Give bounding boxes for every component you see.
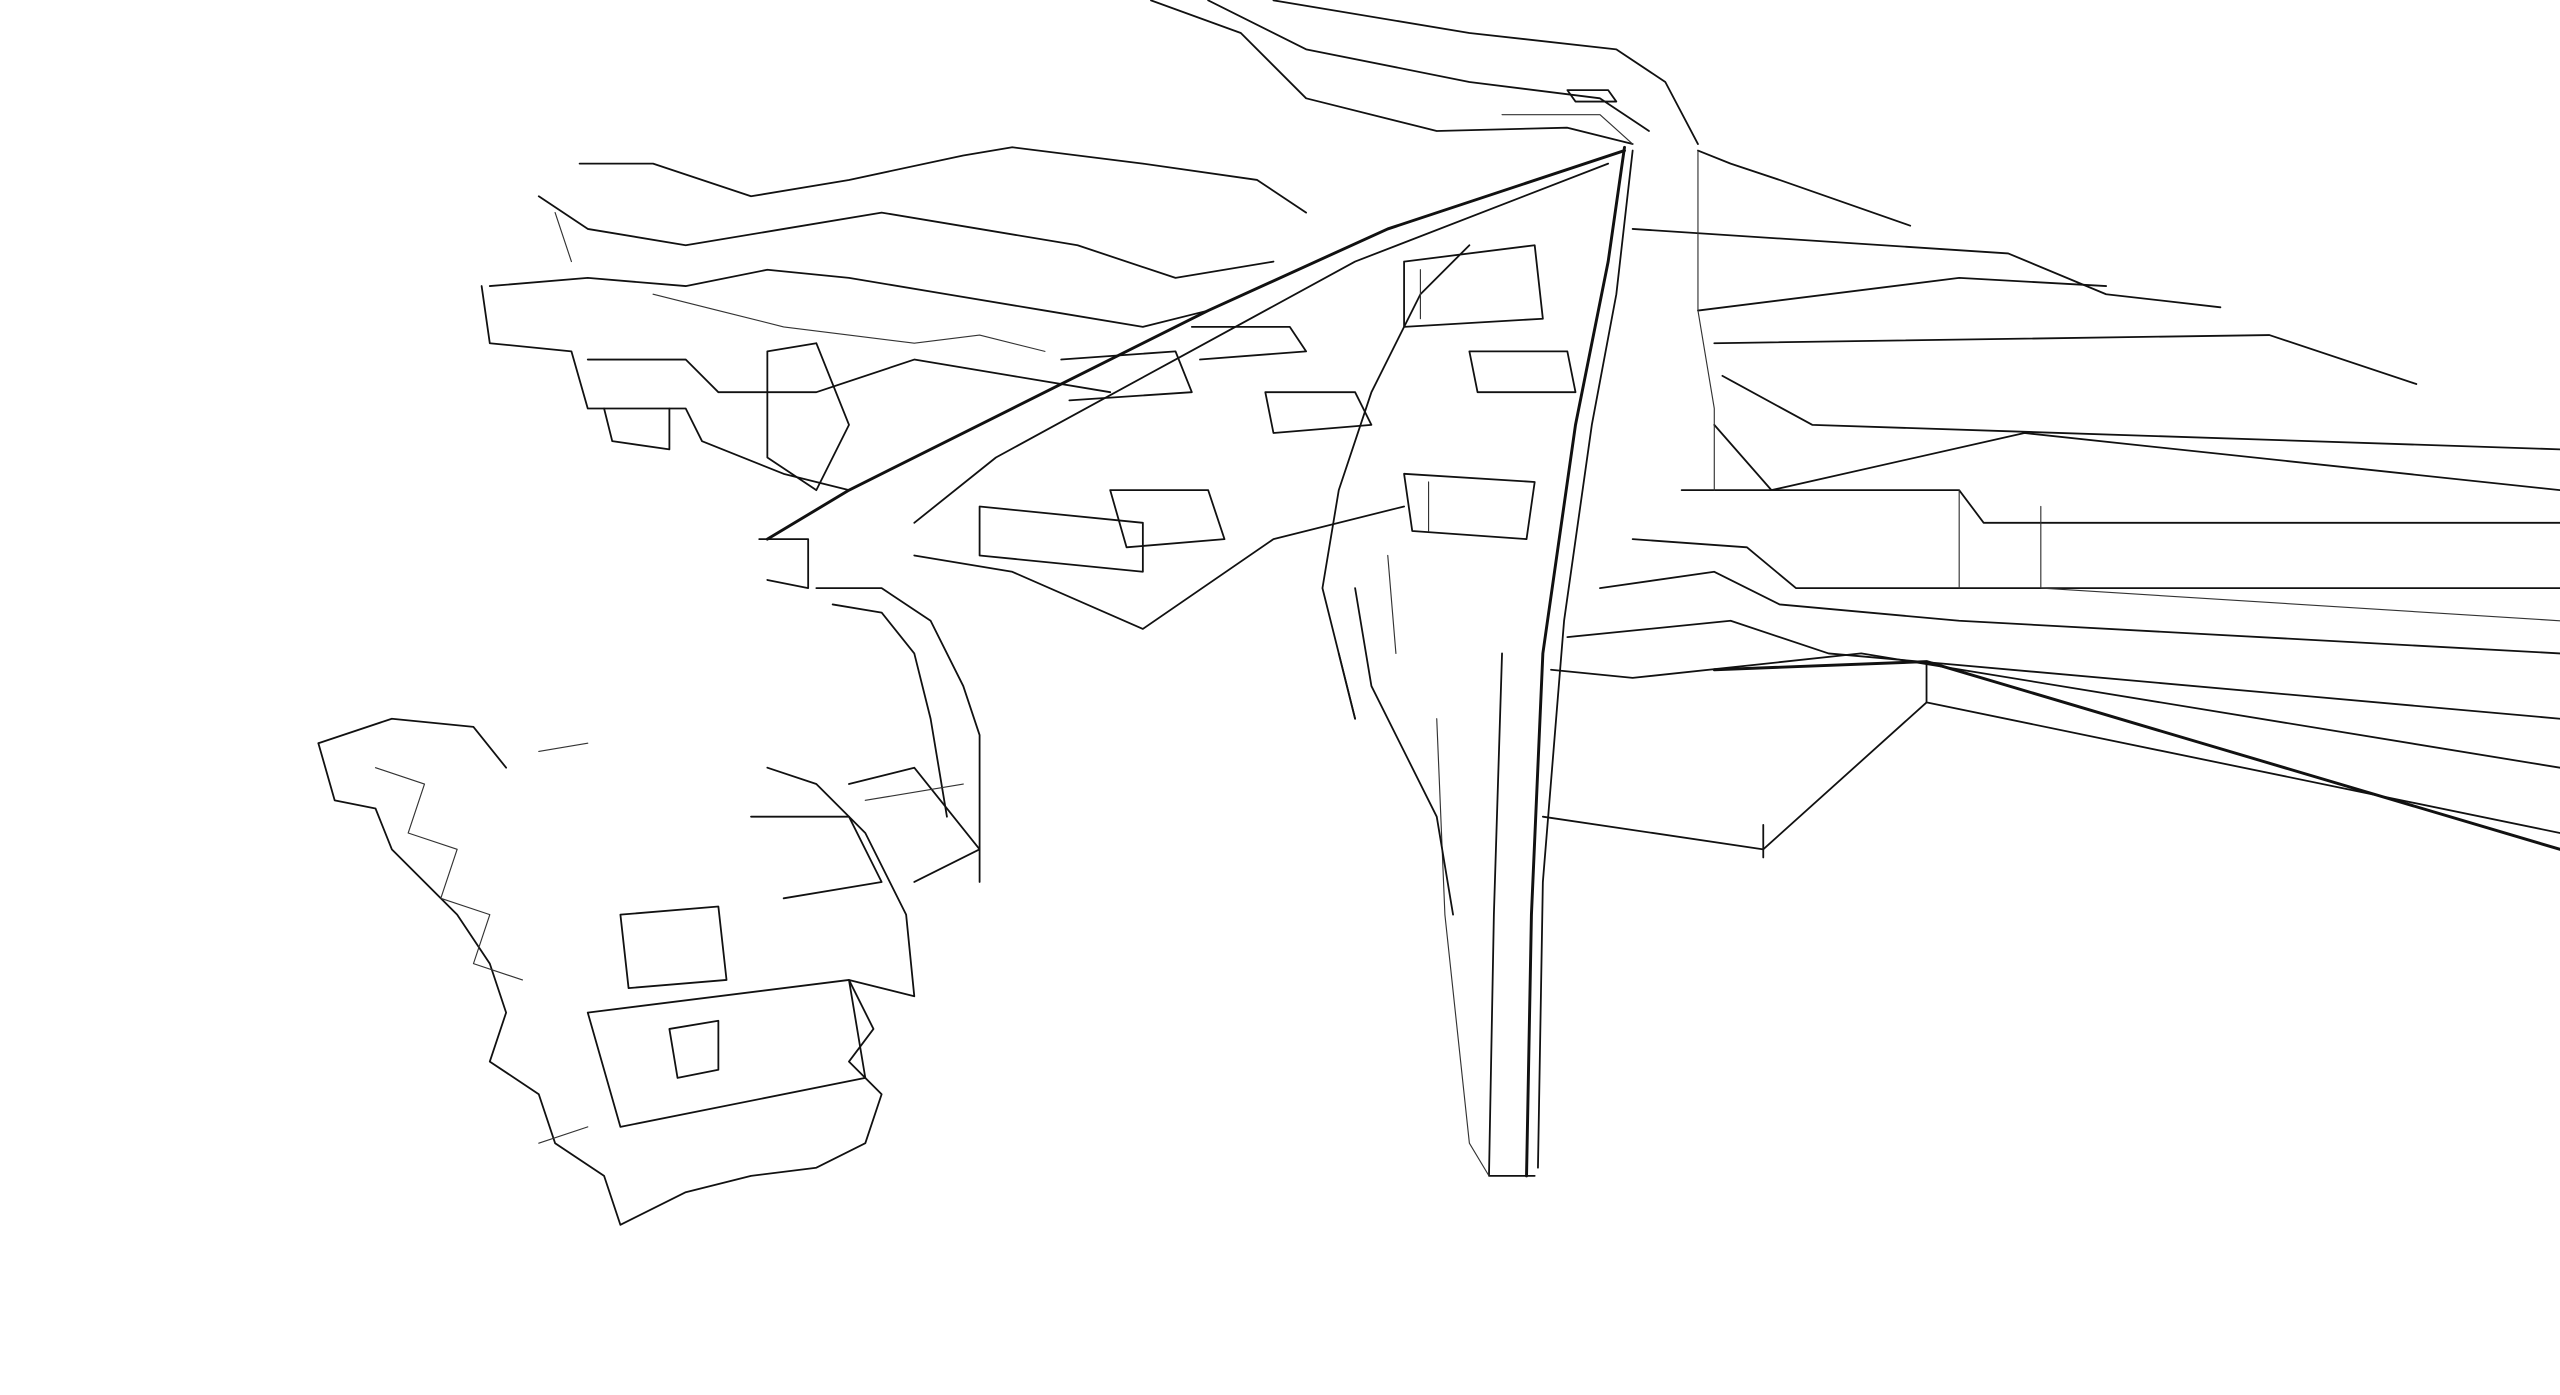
lower-left-cluster	[317, 717, 981, 1226]
top-road-strip	[1150, 0, 1699, 145]
main-vertical-road	[1436, 145, 1634, 1178]
city-blocks	[978, 244, 1577, 573]
right-terrace-steps	[1541, 149, 2560, 859]
upper-left-hillside	[480, 146, 1308, 883]
cliff-edges	[1337, 554, 1454, 916]
diagonal-road	[765, 149, 1626, 720]
